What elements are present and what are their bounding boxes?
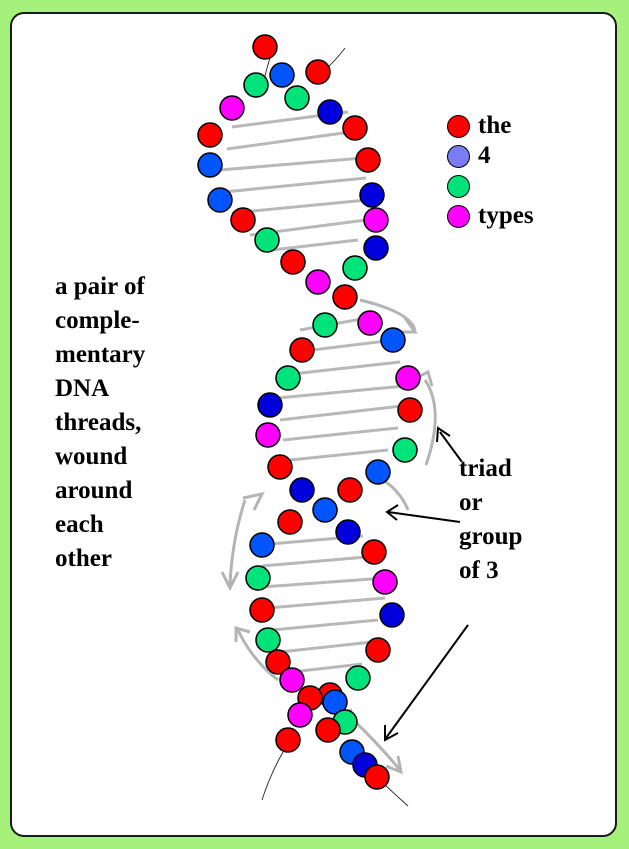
nucleotide-bead	[290, 338, 314, 362]
nucleotide-bead	[280, 668, 304, 692]
nucleotide-bead	[318, 100, 342, 124]
blue-nucleotide-icon	[447, 145, 470, 168]
caption-line: wound	[55, 440, 245, 474]
legend-row: the	[447, 112, 587, 142]
nucleotide-bead	[360, 183, 384, 207]
nucleotide-bead	[250, 533, 274, 557]
nucleotide-bead	[220, 96, 244, 120]
nucleotide-bead	[316, 718, 340, 742]
base-pair-rung	[232, 200, 367, 213]
magenta-nucleotide-icon	[447, 205, 470, 228]
nucleotide-bead	[343, 116, 367, 140]
nucleotide-bead	[281, 250, 305, 274]
base-pair-rung	[278, 386, 405, 398]
caption-line: comple-	[55, 304, 245, 338]
nucleotide-bead	[333, 285, 357, 309]
nucleotide-bead	[366, 638, 390, 662]
pointer-arrowhead	[437, 428, 450, 442]
backbone-arrow	[425, 380, 435, 465]
pointer-arrow	[386, 625, 468, 738]
nucleotide-legend: the 4 types	[447, 112, 587, 232]
nucleotide-bead	[306, 270, 330, 294]
base-pair-rung	[272, 620, 378, 630]
nucleotide-bead	[343, 256, 367, 280]
nucleotide-bead	[366, 460, 390, 484]
triad-line: triad	[459, 452, 569, 486]
nucleotide-bead	[244, 73, 268, 97]
caption-line: DNA	[55, 372, 245, 406]
nucleotide-bead	[373, 570, 397, 594]
nucleotide-bead	[208, 188, 232, 212]
green-nucleotide-icon	[447, 175, 470, 198]
base-pair-rung	[280, 406, 402, 420]
caption-line: other	[55, 542, 245, 576]
strand-tail	[262, 752, 283, 800]
triad-line: of 3	[459, 554, 569, 588]
base-pair-rung	[280, 642, 372, 652]
caption-line: around	[55, 474, 245, 508]
nucleotide-bead	[346, 666, 370, 690]
nucleotide-bead	[364, 208, 388, 232]
legend-label: types	[478, 202, 534, 230]
triad-label: triad or group of 3	[459, 452, 569, 588]
legend-label: 4	[478, 142, 491, 170]
nucleotide-bead	[364, 236, 388, 260]
legend-row	[447, 172, 587, 202]
base-pair-rung	[283, 428, 398, 440]
base-pair-rung	[262, 556, 378, 566]
triad-line: or	[459, 486, 569, 520]
nucleotide-bead	[276, 728, 300, 752]
base-pair-rung	[224, 178, 366, 192]
nucleotide-bead	[362, 540, 386, 564]
nucleotide-bead	[380, 603, 404, 627]
nucleotide-bead	[393, 438, 417, 462]
caption-line: threads,	[55, 406, 245, 440]
legend-label: the	[478, 112, 511, 140]
triad-line: group	[459, 520, 569, 554]
nucleotide-bead	[358, 311, 382, 335]
nucleotide-bead	[398, 398, 422, 422]
nucleotide-bead	[336, 520, 360, 544]
helix-description: a pair of comple- mentary DNA threads, w…	[55, 270, 245, 576]
pointer-arrow	[388, 512, 460, 522]
nucleotide-bead	[198, 153, 222, 177]
base-pair-rung	[283, 362, 400, 375]
nucleotide-bead	[255, 228, 279, 252]
caption-line: each	[55, 508, 245, 542]
nucleotide-bead	[313, 313, 337, 337]
caption-line: a pair of	[55, 270, 245, 304]
nucleotide-bead	[356, 148, 380, 172]
nucleotide-bead	[290, 478, 314, 502]
nucleotide-bead	[381, 328, 405, 352]
nucleotide-bead	[253, 35, 277, 59]
nucleotide-bead	[365, 765, 389, 789]
nucleotide-bead	[256, 628, 280, 652]
nucleotide-bead	[198, 123, 222, 147]
base-pair-rung	[262, 578, 386, 587]
base-pair-rung	[268, 598, 385, 608]
base-pair-rung	[290, 450, 388, 460]
base-pair-rung	[220, 158, 363, 170]
nucleotide-bead	[288, 703, 312, 727]
nucleotide-bead	[278, 510, 302, 534]
nucleotide-bead	[306, 60, 330, 84]
base-pair-rung	[272, 240, 358, 250]
nucleotide-bead	[276, 366, 300, 390]
caption-line: mentary	[55, 338, 245, 372]
nucleotide-bead	[313, 498, 337, 522]
nucleotide-bead	[270, 63, 294, 87]
legend-row: types	[447, 202, 587, 232]
legend-row: 4	[447, 142, 587, 172]
nucleotide-bead	[285, 86, 309, 110]
base-pair-rung	[227, 131, 358, 149]
red-nucleotide-icon	[447, 115, 470, 138]
nucleotide-bead	[396, 366, 420, 390]
nucleotide-bead	[268, 455, 292, 479]
nucleotide-bead	[256, 423, 280, 447]
nucleotide-bead	[250, 598, 274, 622]
nucleotide-bead	[258, 393, 282, 417]
nucleotide-bead	[246, 566, 270, 590]
nucleotide-bead	[338, 478, 362, 502]
nucleotide-bead	[231, 208, 255, 232]
